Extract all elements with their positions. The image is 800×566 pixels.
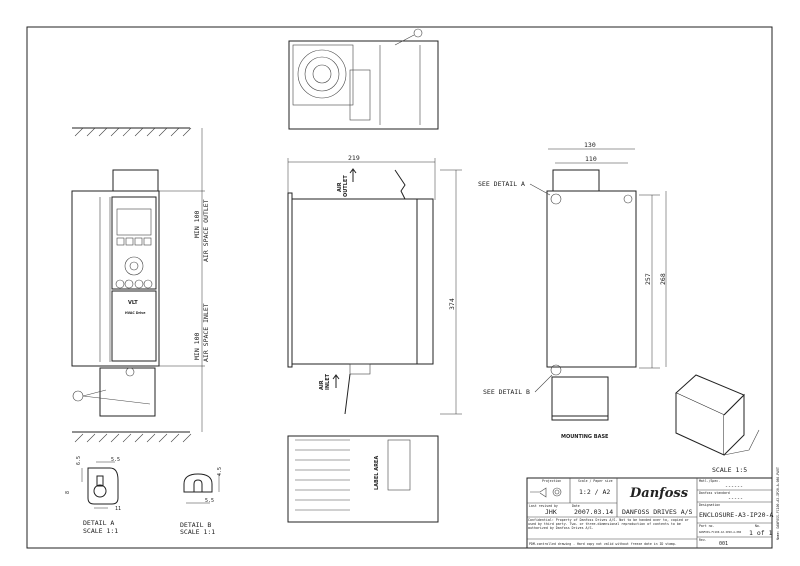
danfoss-standard-value: -----	[728, 496, 743, 502]
dim-268: 268	[659, 273, 667, 285]
drawing-border	[26, 26, 773, 549]
scale-value: 1:2 / A2	[579, 488, 610, 496]
side-view: 219 AIR OUTLET AIR INLET 374	[287, 154, 462, 415]
date-label: Date	[572, 504, 580, 508]
dim-219: 219	[348, 154, 360, 162]
designation-label: Designation	[699, 503, 720, 507]
dim-5-5-a: 5.5	[111, 457, 120, 463]
see-detail-a: SEE DETAIL A	[478, 180, 525, 188]
projection-label: Projection	[542, 479, 561, 483]
top-view	[288, 28, 439, 130]
sheet-value: 1 of 1	[749, 529, 773, 537]
part-no-label: Part no.	[699, 524, 714, 528]
dim-110: 110	[585, 155, 597, 163]
dim-8: 8	[65, 491, 71, 494]
danfoss-logo: Danfoss	[629, 486, 689, 501]
part-no-value: DANFOSS-FC100-A3-IP20-A-086	[699, 530, 742, 534]
air-space-inlet-label: AIR SPACE INLET	[202, 303, 210, 362]
company-name: DANFOSS DRIVES A/S	[622, 508, 693, 516]
arrow-up-icon	[349, 168, 357, 182]
vlt-logo: VLT	[128, 300, 138, 306]
detail-a-scale: SCALE 1:1	[83, 527, 118, 535]
date-value: 2007.03.14	[574, 508, 613, 516]
air-outlet-label-2: OUTLET	[343, 175, 349, 197]
dim-374: 374	[448, 298, 456, 310]
dim-4-5: 4.5	[217, 467, 223, 476]
detail-a: 6.5 5.5 8 11 DETAIL A SCALE 1:1	[65, 456, 121, 535]
dim-6-5: 6.5	[76, 456, 82, 465]
matl-spec-label: Matl./Spec.	[699, 479, 720, 483]
designation-value: ENCLOSURE-A3-IP20-A	[699, 511, 773, 519]
sheet-label: No.	[755, 524, 761, 528]
matl-spec-value: ------	[725, 484, 743, 490]
last-revised-label: Last revised by	[529, 504, 558, 508]
rev-label: Rev.	[699, 538, 707, 542]
front-view: VLT HVAC Drive MIN 100 AIR SPACE OUTLET …	[71, 127, 210, 443]
projection-symbol-icon	[530, 487, 562, 498]
iso-scale-label: SCALE 1:5	[712, 466, 747, 474]
last-revised-value: JHK	[545, 508, 557, 516]
dim-11: 11	[115, 506, 121, 512]
dim-257: 257	[644, 273, 652, 285]
danfoss-standard-label: Danfoss standard	[699, 491, 730, 495]
label-area-text: LABEL AREA	[374, 456, 380, 490]
air-outlet-label: AIR	[337, 182, 343, 192]
ground-symbol-icon	[72, 390, 84, 402]
detail-b: 4.5 5.5 DETAIL B SCALE 1:1	[180, 467, 223, 536]
detail-a-title: DETAIL A	[83, 519, 114, 527]
scale-label: Scale / Paper size	[578, 479, 613, 483]
title-block: Projection Scale / Paper size 1:2 / A2 L…	[526, 477, 773, 549]
min-outlet-label: MIN 100	[193, 211, 201, 238]
pdm-note: PDM-controlled drawing - Hard copy not v…	[529, 542, 677, 546]
bottom-view: LABEL AREA	[287, 435, 439, 523]
detail-b-scale: SCALE 1:1	[180, 528, 215, 536]
back-view: 130 110 257 268 SEE DETAIL A SEE DETAIL …	[478, 141, 667, 440]
confidential-note: Confidential: Property of Danfoss Drives…	[528, 518, 689, 530]
air-inlet-label-2: INLET	[325, 373, 331, 390]
dim-130: 130	[584, 141, 596, 149]
mounting-base-label: MOUNTING BASE	[561, 434, 609, 440]
air-space-outlet-label: AIR SPACE OUTLET	[202, 199, 210, 262]
see-detail-b: SEE DETAIL B	[483, 388, 530, 396]
detail-b-title: DETAIL B	[180, 521, 211, 529]
rev-value: 001	[719, 541, 728, 547]
side-stamp: Name: DANFOSS-FC100-A3-IP20-A-086.PART	[776, 467, 780, 540]
air-inlet-label: AIR	[319, 380, 325, 390]
dim-5-5-b: 5.5	[205, 498, 214, 504]
hvac-label: HVAC Drive	[125, 311, 145, 315]
arrow-up-icon	[332, 374, 340, 388]
isometric-view: SCALE 1:5	[675, 374, 760, 474]
min-inlet-label: MIN 100	[193, 333, 201, 360]
